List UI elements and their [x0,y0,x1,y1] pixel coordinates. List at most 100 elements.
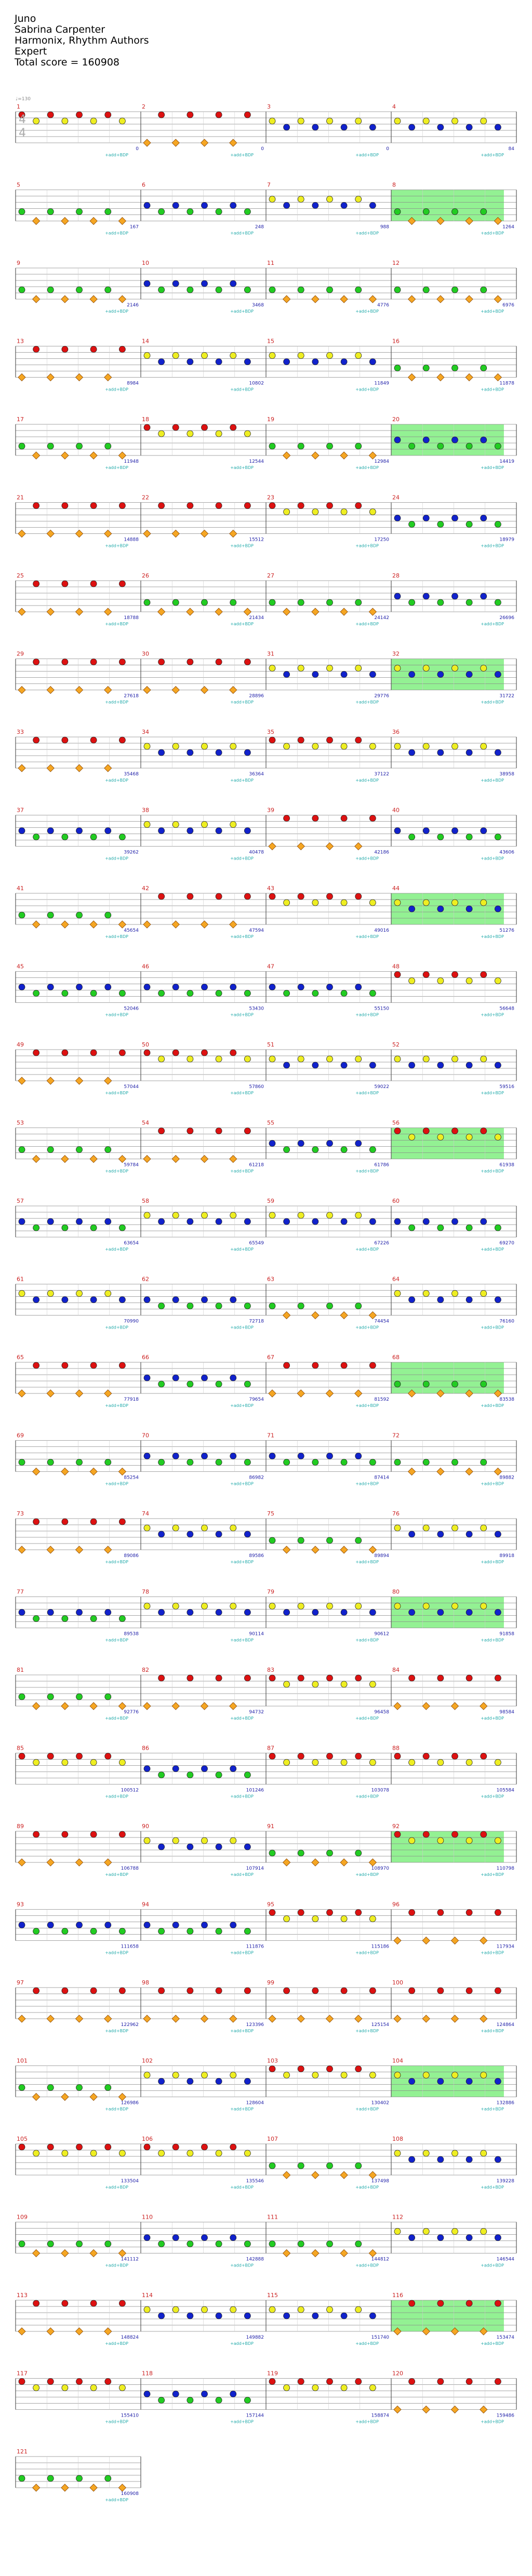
measure-score: 123396 [246,2022,264,2028]
measure-number: 106 [142,2136,153,2142]
yellow-note [437,977,444,984]
blue-note [104,1922,112,1928]
measure-number: 36 [392,729,400,735]
fill-label: +add+BDP [230,2029,254,2033]
orange-note [465,373,473,382]
yellow-note [451,1524,458,1532]
green-note [172,599,179,606]
orange-note [282,608,291,616]
orange-note [75,1077,84,1085]
fill-label: +add+BDP [481,1403,504,1408]
measure-score: 87414 [374,1475,389,1481]
orange-note [118,1467,127,1476]
blue-note [369,671,376,678]
orange-note [18,764,26,772]
yellow-note [230,821,237,828]
fill-label: +add+BDP [105,1091,128,1095]
blue-note [104,984,112,990]
fill-label: +add+BDP [105,2420,128,2424]
green-note [466,1224,473,1231]
red-note [451,1753,458,1760]
orange-note [171,1155,180,1163]
green-note [158,1928,165,1935]
blue-note [283,1218,290,1225]
yellow-note [422,1290,430,1297]
measure-score: 132886 [497,2101,515,2106]
blue-note [172,1765,179,1772]
green-note [394,365,401,371]
measure-number: 48 [392,963,400,970]
measure-number: 103 [267,2058,278,2064]
yellow-note [451,899,458,906]
measure-score: 92776 [124,1710,139,1715]
yellow-note [437,1134,444,1141]
yellow-note [480,2228,487,2235]
blue-note [230,1453,237,1459]
red-note [215,1987,222,1994]
green-note [76,1146,83,1153]
blue-note [451,1218,458,1225]
green-note [215,1928,222,1935]
fill-label: +add+BDP [105,1872,128,1877]
orange-note [340,2171,348,2179]
measure-number: 56 [392,1120,400,1126]
orange-note [118,217,127,225]
measure-score: 17250 [374,538,389,543]
blue-note [466,2156,473,2163]
blue-note [466,905,473,913]
blue-note [451,436,458,444]
fill-label: +add+BDP [105,1951,128,1955]
orange-note [465,1389,473,1398]
orange-note [450,2015,459,2023]
measure-score: 49016 [374,928,389,933]
red-note [215,502,222,509]
blue-note [408,2078,416,2085]
blue-note [408,1296,416,1303]
measure-score: 89894 [374,1553,389,1559]
yellow-note [297,352,304,359]
blue-note [437,2234,444,2241]
red-note [90,346,97,353]
orange-note [311,2171,320,2179]
red-note [437,2378,444,2385]
green-note [355,2162,362,2169]
measure-score: 135546 [246,2179,264,2184]
orange-note [18,686,26,694]
blue-note [230,202,237,209]
yellow-note [451,117,458,125]
blue-note [369,1062,376,1069]
orange-note [282,451,291,460]
red-note [172,2143,179,2151]
green-note [47,911,54,919]
red-note [201,1049,208,1056]
measure-score: 84 [509,146,515,152]
orange-note [465,217,473,225]
blue-note [172,984,179,990]
yellow-note [118,117,126,125]
orange-note [436,217,445,225]
yellow-note [172,2072,179,2078]
fill-label: +add+BDP [355,1325,379,1330]
yellow-note [394,1290,401,1297]
measure-number: 40 [392,807,400,814]
fill-label: +add+BDP [230,1091,254,1095]
orange-note [393,2327,402,2336]
blue-note [76,1218,83,1225]
red-note [47,2143,54,2151]
red-note [326,2065,333,2072]
yellow-note [215,430,222,437]
blue-note [76,984,83,990]
orange-note [407,373,416,382]
green-note [297,1303,304,1309]
yellow-note [326,117,333,125]
green-note [494,834,501,840]
fill-label: +add+BDP [481,1325,504,1330]
measure-score: 55150 [374,1007,389,1012]
measure-number: 120 [392,2370,403,2377]
fill-label: +add+BDP [481,1091,504,1095]
red-note [215,893,222,900]
green-note [215,990,222,997]
measure-number: 24 [392,494,400,501]
blue-note [437,1062,444,1069]
